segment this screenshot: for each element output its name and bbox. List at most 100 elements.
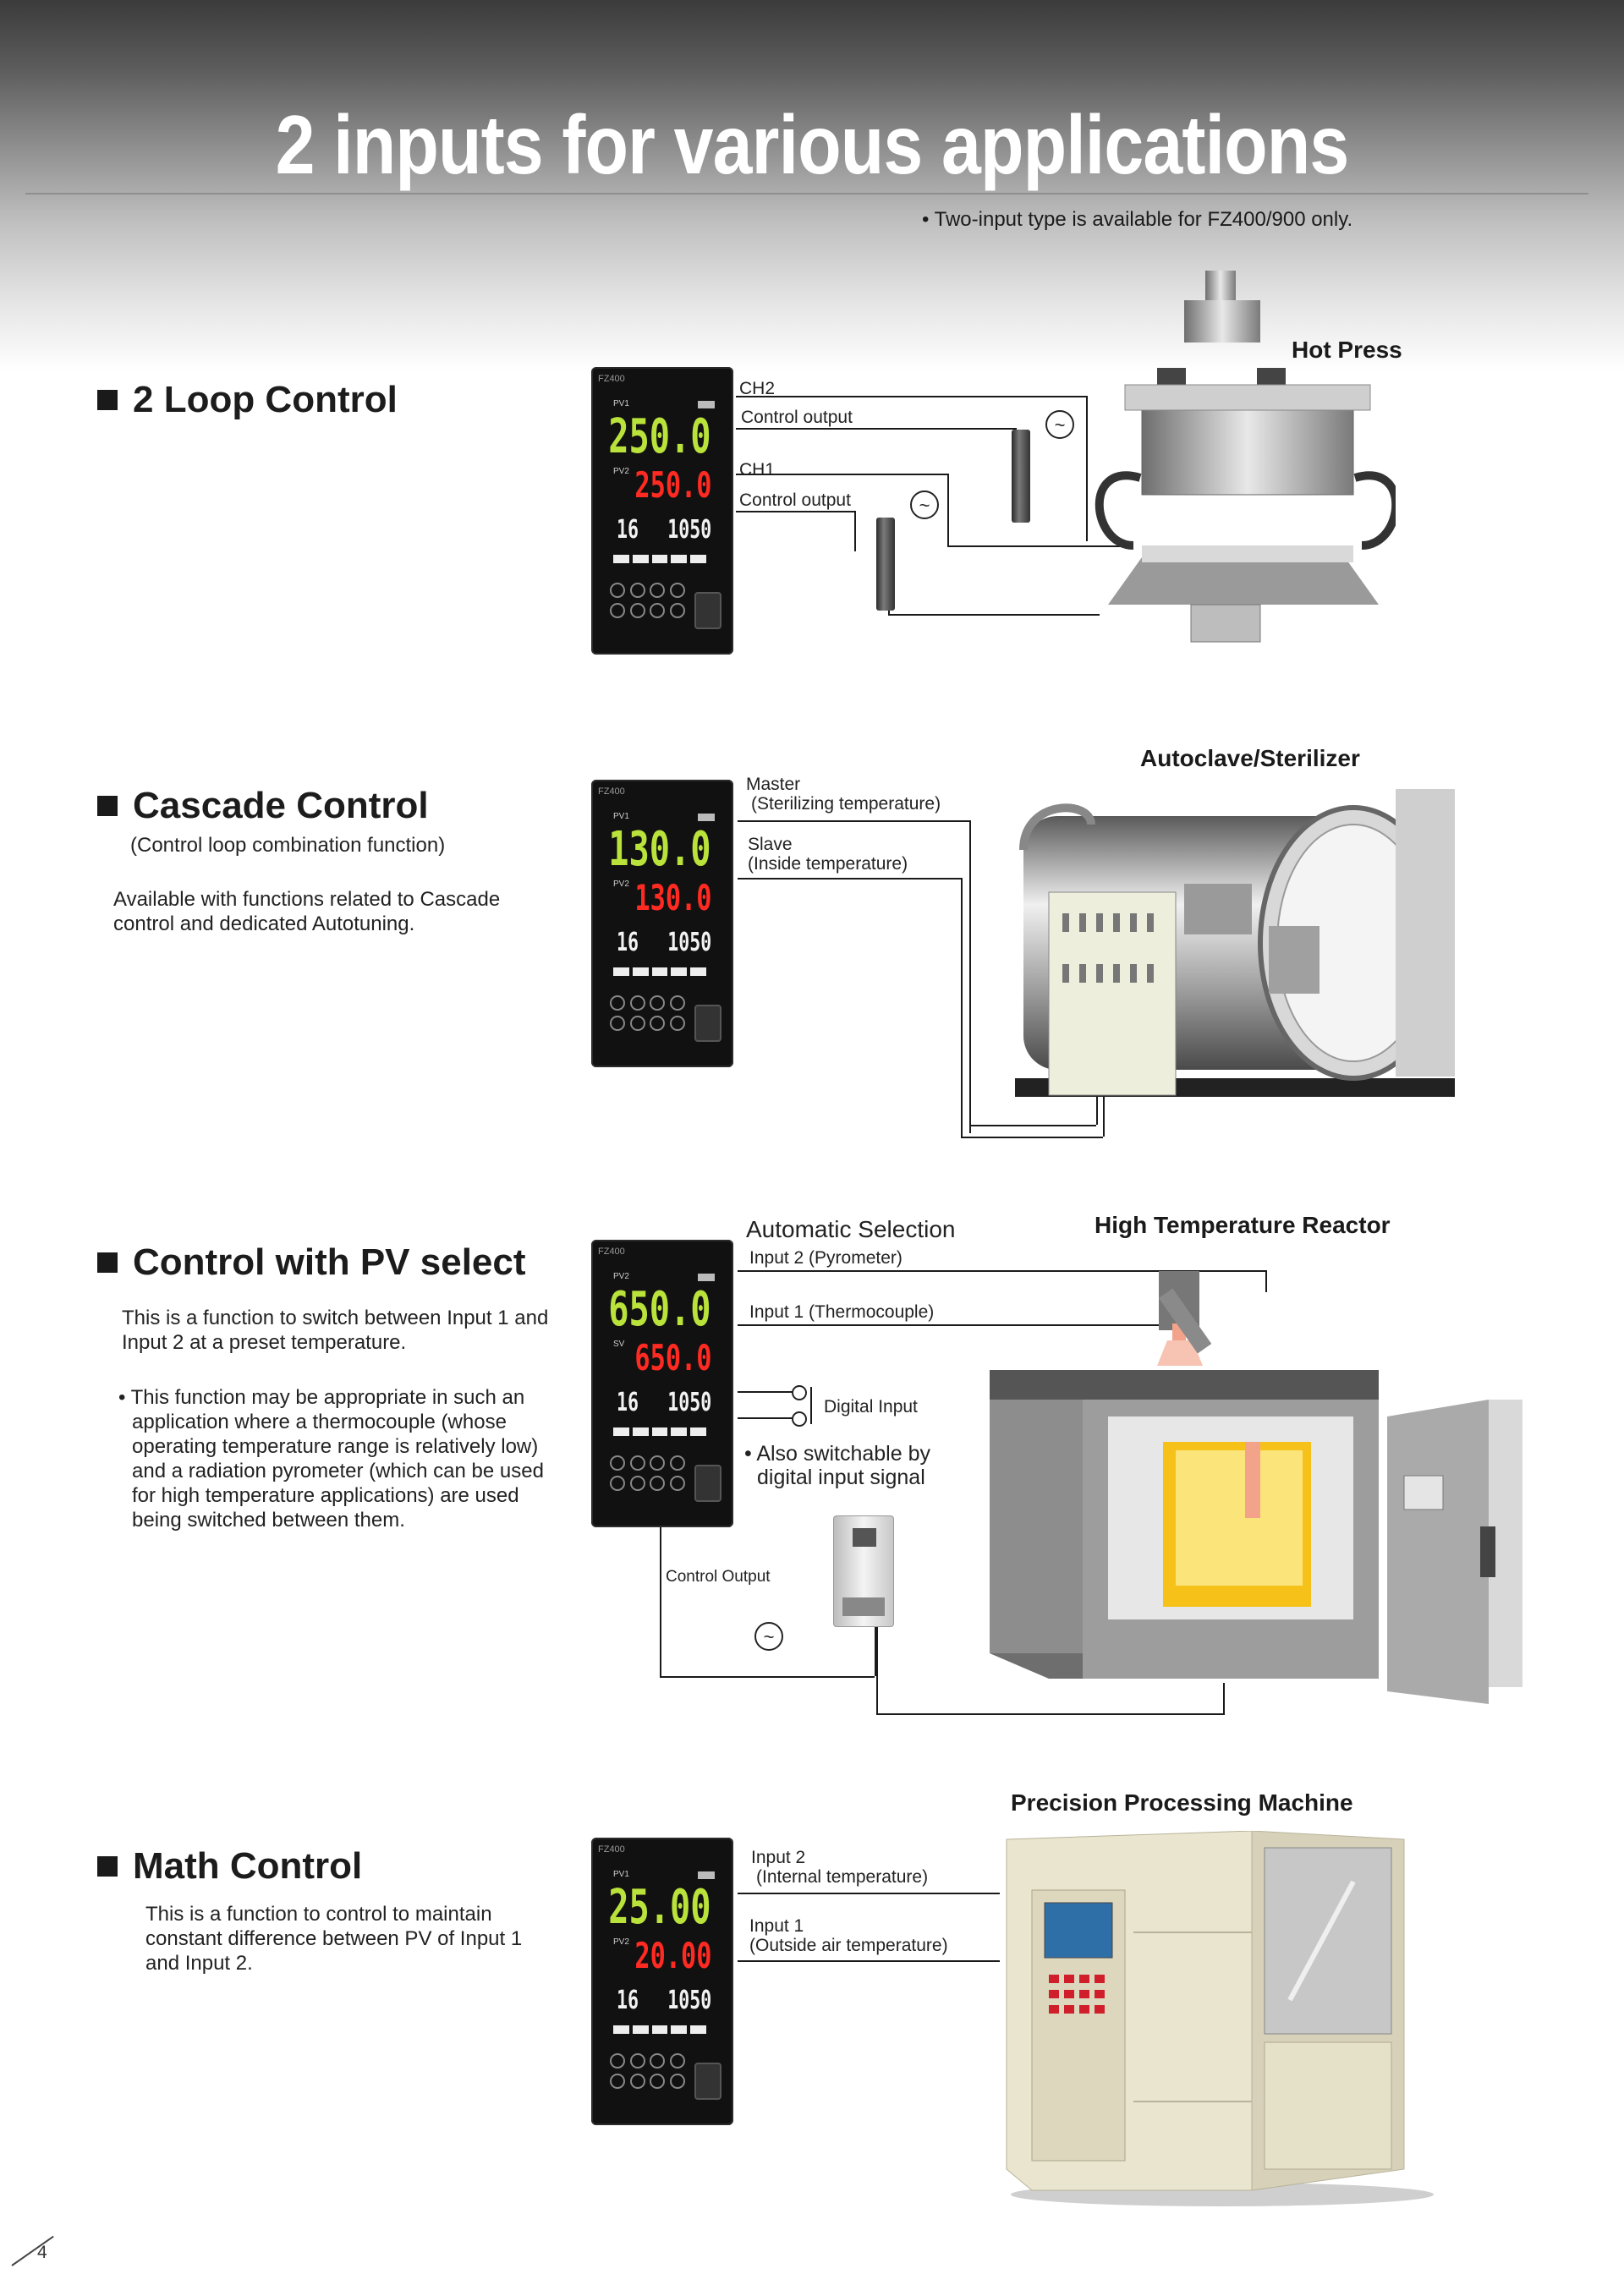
wire [738,1391,793,1393]
status-leds [613,967,706,976]
wire [736,474,947,475]
pv-display: 130.0 [608,822,711,877]
label-ch1: CH1 [739,460,776,479]
note-switchable-line1: • Also switchable by [744,1442,930,1466]
sv-label: SV [613,1340,625,1349]
wire [875,1612,876,1676]
section-title-math: Math Control [97,1845,362,1888]
mv-display: 1050 [667,1986,711,2015]
controller-model: FZ400 [598,374,625,384]
area-display: 16 [617,1986,639,2015]
controller-buttons [610,583,686,618]
wire [854,511,856,551]
area-display: 16 [617,1388,639,1417]
page-title: 2 inputs for various applications [275,98,1350,191]
ssr-relay-icon [1012,430,1030,523]
bullet-square-icon [97,1252,118,1273]
status-leds [613,555,706,563]
app-title-hot-press: Hot Press [1292,337,1402,363]
controller-knob [694,2063,721,2100]
wire [876,1612,878,1713]
label-master-sub: (Sterilizing temperature) [751,794,941,814]
wire [947,545,1125,547]
switch-contact-icon [792,1385,807,1400]
pv-display: 250.0 [608,409,711,464]
app-title-precision-machine: Precision Processing Machine [1011,1789,1353,1816]
status-leds [613,1427,706,1436]
page-corner-mark [11,2235,54,2266]
controller-unit-4: FZ400 PV1 25.00 PV2 20.00 16 1050 [591,1838,733,2125]
reactor-illustration [990,1271,1522,1704]
controller-buttons [610,2053,686,2089]
section-subtitle: (Control loop combination function) [130,834,446,857]
section-title-2-loop: 2 Loop Control [97,379,398,421]
label-input2-pyrometer: Input 2 (Pyrometer) [749,1248,903,1268]
wire [961,1137,1103,1138]
label-input2-sub: (Internal temperature) [756,1867,929,1887]
pv-label: PV2 [613,1272,629,1281]
bullet-square-icon [97,796,118,816]
note-switchable-line2: digital input signal [757,1466,925,1489]
wire [738,1417,793,1419]
label-input1-thermocouple: Input 1 (Thermocouple) [749,1302,935,1322]
label-control-output: Control Output [666,1568,771,1586]
wire [1265,1270,1267,1292]
section-title-text: Control with PV select [133,1241,526,1283]
sv-label: PV2 [613,467,629,476]
sv-display: 20.00 [634,1935,711,1976]
controller-unit-2: FZ400 PV1 130.0 PV2 130.0 16 1050 [591,780,733,1067]
precision-machine-illustration [1006,1831,1434,2206]
pv-label: PV1 [613,399,629,408]
indicator-lamp [698,401,715,408]
wire [736,396,1086,397]
switch-lever [810,1387,812,1424]
label-input2: Input 2 [751,1848,806,1867]
pv-display: 650.0 [608,1282,711,1337]
hot-press-illustration [1095,271,1396,643]
area-display: 16 [617,928,639,957]
switch-contact-icon [792,1411,807,1427]
wire [1103,1066,1105,1137]
label-automatic-selection: Automatic Selection [746,1216,956,1242]
label-slave: Slave [748,835,793,854]
controller-model: FZ400 [598,1247,625,1257]
label-ch2: CH2 [739,379,776,398]
availability-note: • Two-input type is available for FZ400/… [922,208,1353,231]
wire [961,878,963,1137]
controller-knob [694,1465,721,1502]
label-ch2-control-output: Control output [741,408,853,427]
sv-label: PV2 [613,1937,629,1947]
section-title-pv-select: Control with PV select [97,1241,526,1284]
wire [738,878,961,879]
controller-knob [694,1005,721,1042]
section-title-text: Math Control [133,1845,363,1887]
wire [738,820,969,822]
header-band [0,0,1624,372]
title-divider [25,193,1588,195]
pv-label: PV1 [613,812,629,821]
bullet-square-icon [97,1856,118,1877]
controller-buttons [610,995,686,1031]
area-display: 16 [617,515,639,545]
label-digital-input: Digital Input [824,1397,918,1417]
indicator-lamp [698,1274,715,1281]
bullet-square-icon [97,390,118,410]
wire [738,1270,1265,1272]
label-input1: Input 1 [749,1916,804,1936]
section-description: This is a function to switch between Inp… [122,1307,549,1354]
app-title-reactor: High Temperature Reactor [1095,1212,1391,1238]
sv-label: PV2 [613,879,629,889]
section-description: Available with functions related to Casc… [113,888,501,935]
controller-model: FZ400 [598,1844,625,1855]
section-title-cascade: Cascade Control [97,785,429,827]
app-title-autoclave: Autoclave/Sterilizer [1140,745,1360,771]
wire [1086,396,1088,541]
status-leds [613,2025,706,2034]
ac-source-icon: ~ [910,490,939,519]
label-master: Master [746,775,801,794]
pv-display: 25.00 [608,1880,711,1935]
sv-display: 650.0 [634,1337,711,1378]
controller-unit-3: FZ400 PV2 650.0 SV 650.0 16 1050 [591,1240,733,1527]
indicator-lamp [698,1871,715,1879]
wire [969,1125,1096,1126]
